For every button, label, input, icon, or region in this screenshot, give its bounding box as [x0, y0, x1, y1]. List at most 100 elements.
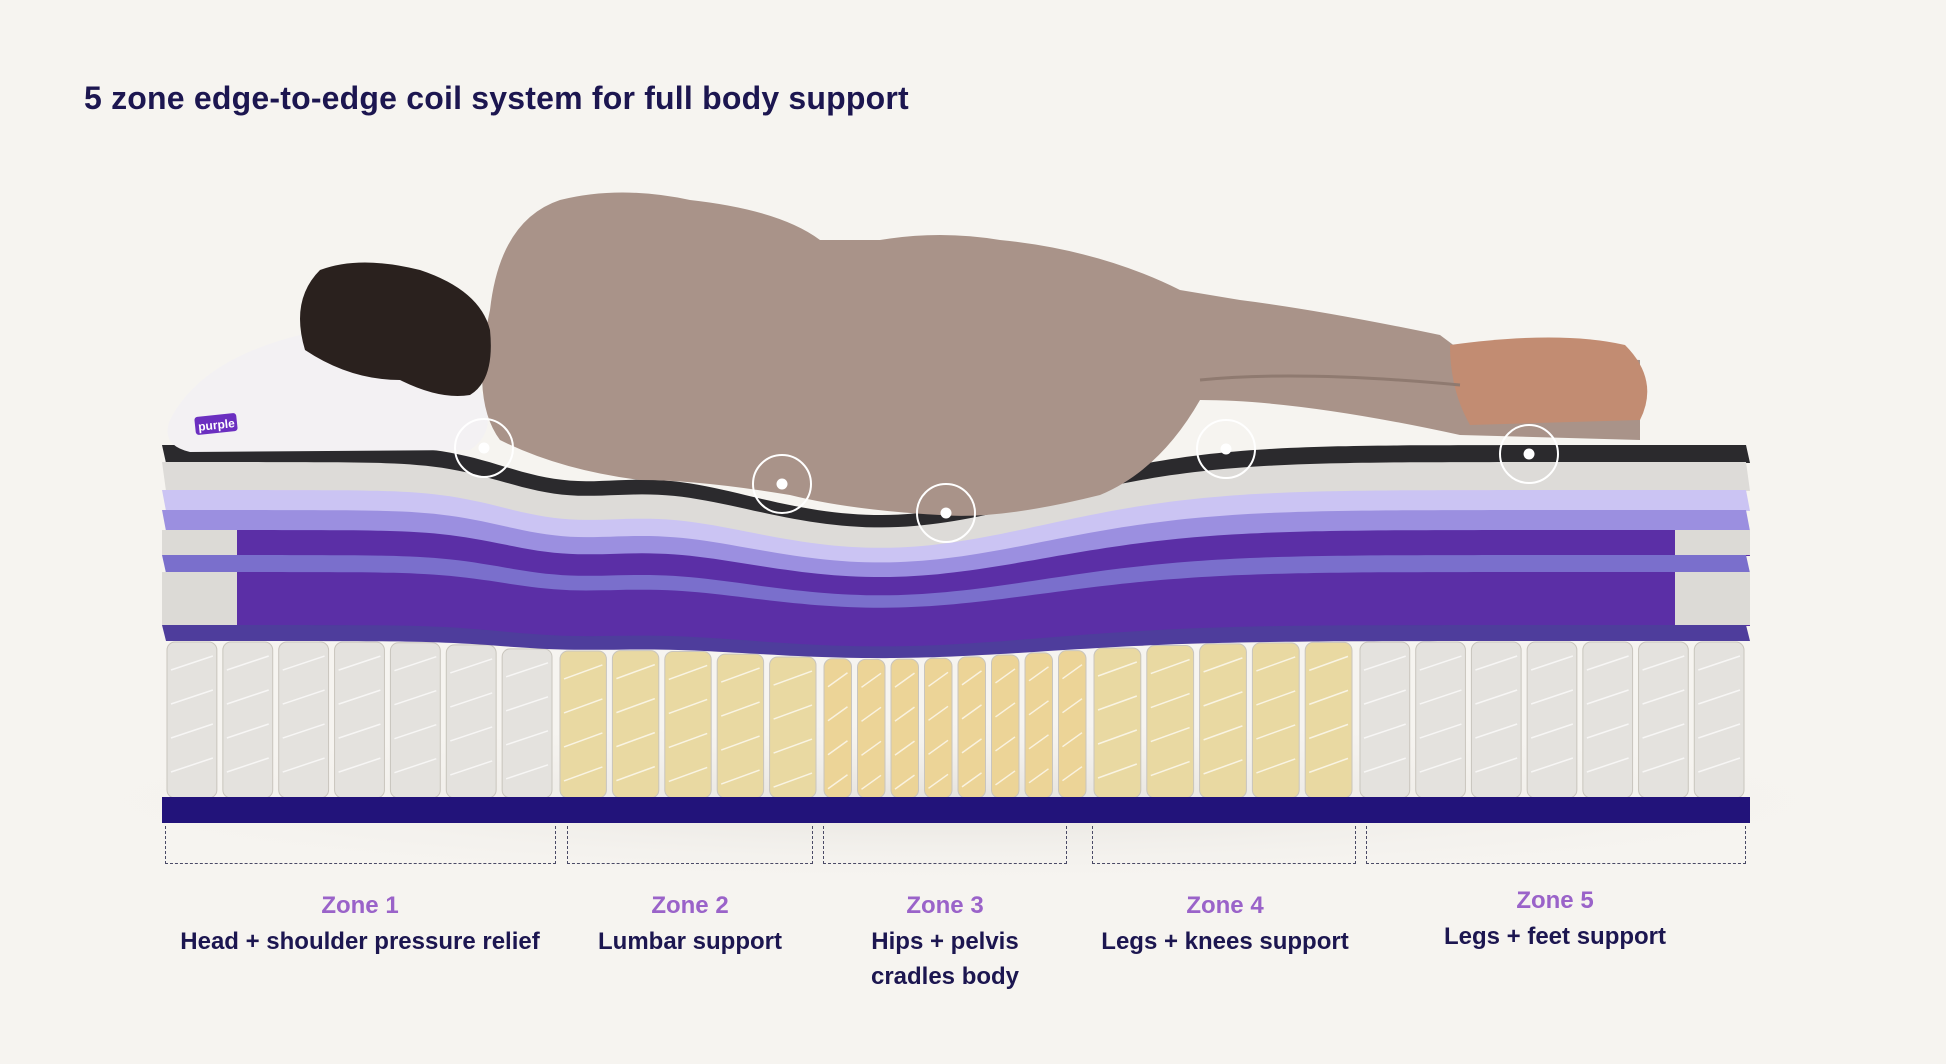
hotspot-ring[interactable]	[752, 454, 812, 514]
zone-description-line-2: cradles body	[870, 963, 1020, 990]
coil-wire	[1363, 689, 1406, 705]
coil-zone-2	[716, 653, 765, 799]
coil-wire	[861, 672, 882, 688]
coil-wire	[1475, 723, 1518, 739]
coil-zone-1	[445, 644, 497, 799]
zone-4-caption: Zone 4 Legs + knees support	[1101, 888, 1348, 959]
hotspot-ring[interactable]	[1196, 419, 1256, 479]
hotspot-4[interactable]	[1196, 419, 1256, 479]
coil-wire	[1097, 763, 1138, 779]
coil-wire	[1308, 723, 1349, 740]
coil-zone-1	[389, 642, 441, 799]
coil-wire	[338, 723, 381, 739]
coil-wire	[1586, 689, 1629, 705]
coil-wire	[1475, 757, 1518, 773]
coil-wire	[928, 739, 949, 755]
hotspot-dot[interactable]	[1220, 443, 1232, 455]
coil-wire	[1698, 689, 1741, 705]
coil-wire	[1530, 723, 1574, 739]
mattress-base	[162, 797, 1750, 823]
zone-label: Zone 2	[651, 892, 729, 919]
zone-3-caption: Zone 3 Hips + pelvis cradles body	[871, 888, 1019, 994]
coil-wire	[861, 706, 882, 722]
hotspot-ring[interactable]	[916, 483, 976, 543]
foam-layer-periwinkle	[162, 555, 1750, 609]
foam-layer-deep	[162, 530, 1750, 596]
coil-wire	[668, 664, 708, 681]
coil-wire	[338, 689, 381, 705]
coil-wire	[505, 696, 549, 712]
transition-layer	[162, 625, 1750, 659]
hotspot-5[interactable]	[1499, 424, 1559, 484]
coil	[278, 641, 330, 799]
coil-wire	[668, 766, 708, 783]
coil-wire	[394, 758, 437, 774]
zone-3-bracket	[823, 826, 1067, 864]
coil-wire	[226, 757, 269, 773]
hotspot-2[interactable]	[752, 454, 812, 514]
coil-zone-1	[334, 641, 385, 799]
coil-zone-3	[924, 657, 953, 799]
coil-wire	[961, 670, 982, 686]
coil-wire	[1586, 723, 1629, 739]
hotspot-dot[interactable]	[940, 507, 952, 519]
coil	[1582, 641, 1634, 799]
coil-wire	[1698, 655, 1741, 671]
zone-description: Lumbar support	[598, 928, 782, 955]
coil-wire	[226, 655, 269, 671]
coil-wire	[1203, 759, 1243, 775]
hotspot-1[interactable]	[454, 418, 514, 478]
hotspot-dot[interactable]	[1523, 448, 1535, 460]
coil-zone-1	[501, 648, 553, 799]
coil-zone-2	[611, 650, 660, 799]
coil-wire	[827, 706, 848, 722]
coil-wire	[1256, 724, 1296, 740]
coil-wire	[928, 671, 949, 687]
zone-1-bracket	[165, 826, 556, 864]
coil-wire	[1062, 766, 1083, 782]
coil-wire	[1642, 689, 1685, 705]
coil	[1304, 641, 1353, 799]
coil-wire	[170, 723, 214, 739]
zone-label: Zone 3	[906, 892, 984, 919]
coil-wire	[1530, 655, 1574, 671]
coil-wire	[1097, 729, 1138, 745]
coil	[1251, 642, 1300, 799]
coil-wire	[1097, 661, 1138, 677]
coil-wire	[563, 766, 603, 782]
grid-layer-mid	[162, 510, 1750, 578]
coil	[166, 641, 218, 799]
coil-wire	[1475, 655, 1518, 671]
coil-wire	[1698, 757, 1741, 773]
coil-zone-4	[1199, 643, 1247, 799]
hotspot-ring[interactable]	[454, 418, 514, 478]
coil-wire	[720, 769, 760, 785]
coil-wire	[282, 757, 325, 773]
coil-wire	[995, 770, 1016, 786]
hotspot-dot[interactable]	[776, 478, 788, 490]
coil-wire	[1097, 695, 1138, 711]
zone-label: Zone 4	[1186, 892, 1264, 919]
hotspot-3[interactable]	[916, 483, 976, 543]
hotspot-ring[interactable]	[1499, 424, 1559, 484]
coil	[334, 641, 385, 799]
coil-zone-5	[1526, 641, 1578, 799]
zone-label: Zone 1	[321, 892, 399, 919]
pillow-logo-text: purple	[197, 416, 235, 434]
coil-wire	[1256, 690, 1296, 706]
coil-wire	[1062, 698, 1083, 714]
coil-wire	[226, 689, 269, 705]
coil-wire	[1363, 757, 1406, 773]
coil-zone-4	[1093, 647, 1142, 799]
coil	[1199, 643, 1247, 799]
coil-zone-3	[957, 656, 986, 799]
zone-5-caption: Zone 5 Legs + feet support	[1444, 883, 1666, 954]
coil-wire	[1150, 692, 1190, 709]
coil-wire	[1475, 689, 1518, 705]
side-edge-right-top	[1675, 530, 1750, 555]
coil-wire	[720, 667, 760, 683]
coil-wire	[773, 704, 813, 720]
coil	[501, 648, 553, 799]
coil-wire	[894, 740, 915, 756]
hotspot-dot[interactable]	[478, 442, 490, 454]
